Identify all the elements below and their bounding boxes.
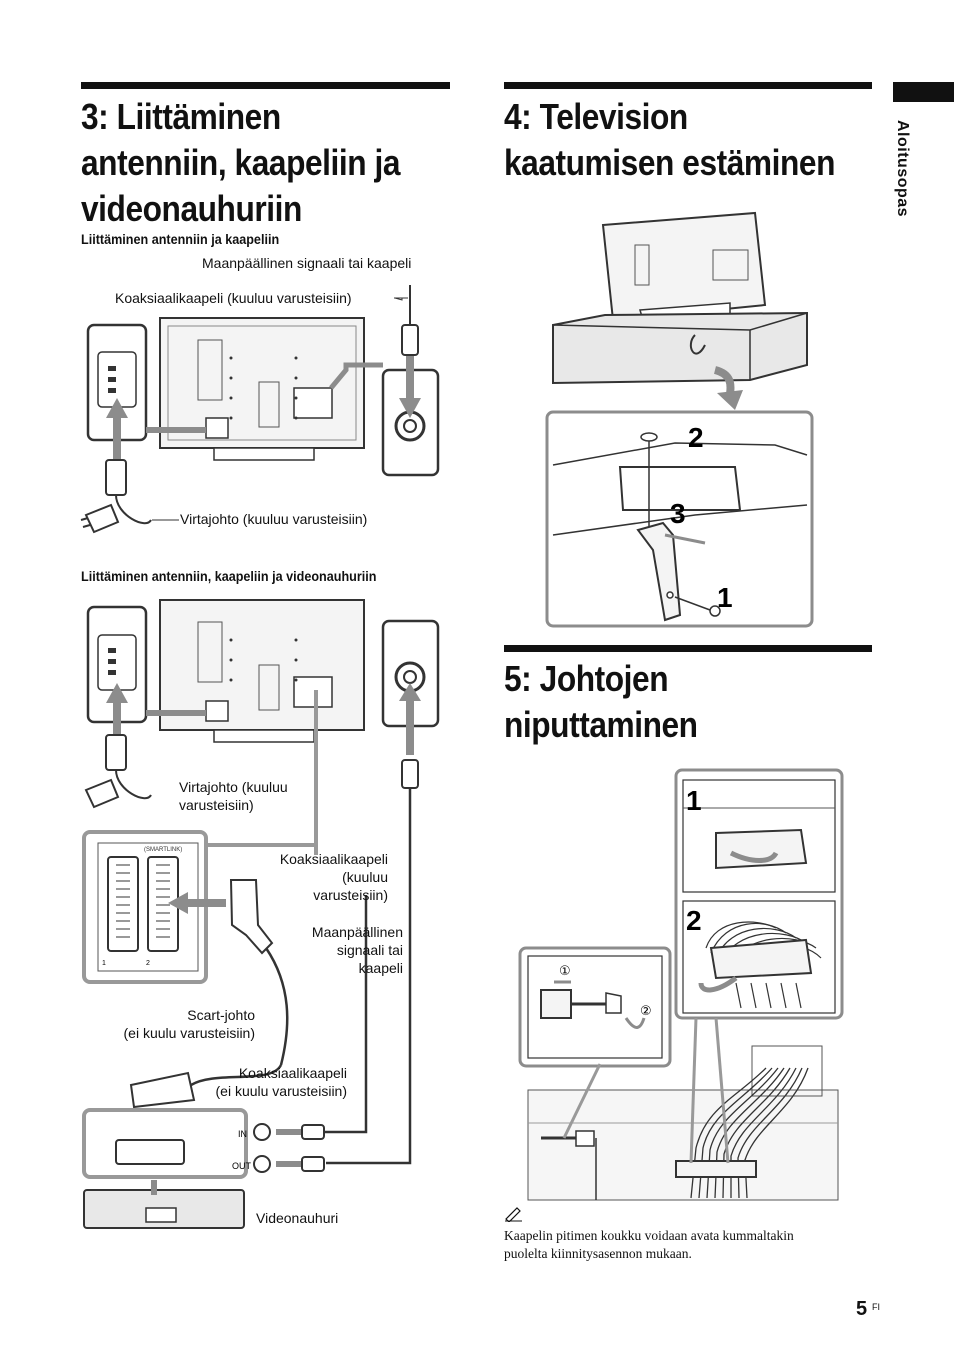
detail-inset [545,410,814,628]
section3-rule [81,82,450,89]
coax-plug-icon [401,324,419,356]
circled-label: ① [559,964,571,979]
tv-rear-panel [601,211,767,322]
fig1-label-power: Virtajohto (kuuluu varusteisiin) [180,511,368,527]
fig1-antenna-diagram [80,285,440,534]
plug-icon [540,989,572,1019]
tv-stand-icon [552,311,808,385]
fig2-label-scart: Scart-johto (ei kuulu varusteisiin) [123,1007,256,1041]
pencil-note-icon [504,1206,524,1223]
fig2-label-power: Virtajohto (kuuluu varusteisiin) [179,779,288,813]
page-number: 5 [856,1298,868,1320]
fig2-label-coax2: Koaksiaalikaapeli (ei kuulu varusteisiin… [215,1065,348,1099]
section4-rule [504,82,872,89]
side-tab-label: Aloitusopas [894,120,911,218]
power-plug-icon [84,503,120,534]
fig2-label-vcr: Videonauhuri [256,1210,339,1226]
fig2-label-signal: Maanpäällinen signaali tai kaapeli [311,924,403,976]
section5-rule [504,645,872,652]
page-suffix: FI [872,1302,880,1312]
fig2-subtitle: Liittäminen antenniin, kaapeliin ja vide… [81,568,377,584]
note-text: Kaapelin pitimen koukku voidaan avata ku… [504,1228,794,1261]
step-label: 1 [717,582,733,613]
scart-num-1: 1 [102,960,106,967]
section4-title: 4: Television kaatumisen estäminen [504,96,836,183]
fig5-cable-bundle-diagram: 1 2 ① ② [518,768,844,1201]
screw-icon [640,432,658,442]
circled-label: ② [640,1004,652,1019]
step-label: 3 [670,498,686,529]
fig2-label-coax: Koaksiaalikaapeli (kuuluu varusteisiin) [279,851,388,903]
scart-num-2: 2 [146,960,150,967]
fig1-label-signal: Maanpäällinen signaali tai kaapeli [202,255,412,271]
fig1-label-coax: Koaksiaalikaapeli (kuuluu varusteisiin) [115,290,352,306]
section5-title: 5: Johtojen niputtaminen [504,658,698,745]
fig2-vcr-diagram: (SMARTLINK) 1 2 IN OUT [82,599,440,1229]
side-tab-marker [893,82,954,102]
vcr-port-out-label: OUT [232,1161,252,1171]
section3-title: 3: Liittäminen antenniin, kaapeliin ja v… [81,96,401,229]
step-label: 2 [686,905,702,936]
fig4-tv-stand-diagram: 2 3 1 [545,211,814,628]
fig1-subtitle: Liittäminen antenniin ja kaapeliin [81,231,280,247]
step-label: 2 [688,422,704,453]
power-plug-icon [84,778,120,809]
coax-plug-icon [401,759,419,789]
scart-panel-label: (SMARTLINK) [144,847,182,853]
step-label: 1 [686,785,702,816]
vcr-port-in-label: IN [238,1129,247,1139]
